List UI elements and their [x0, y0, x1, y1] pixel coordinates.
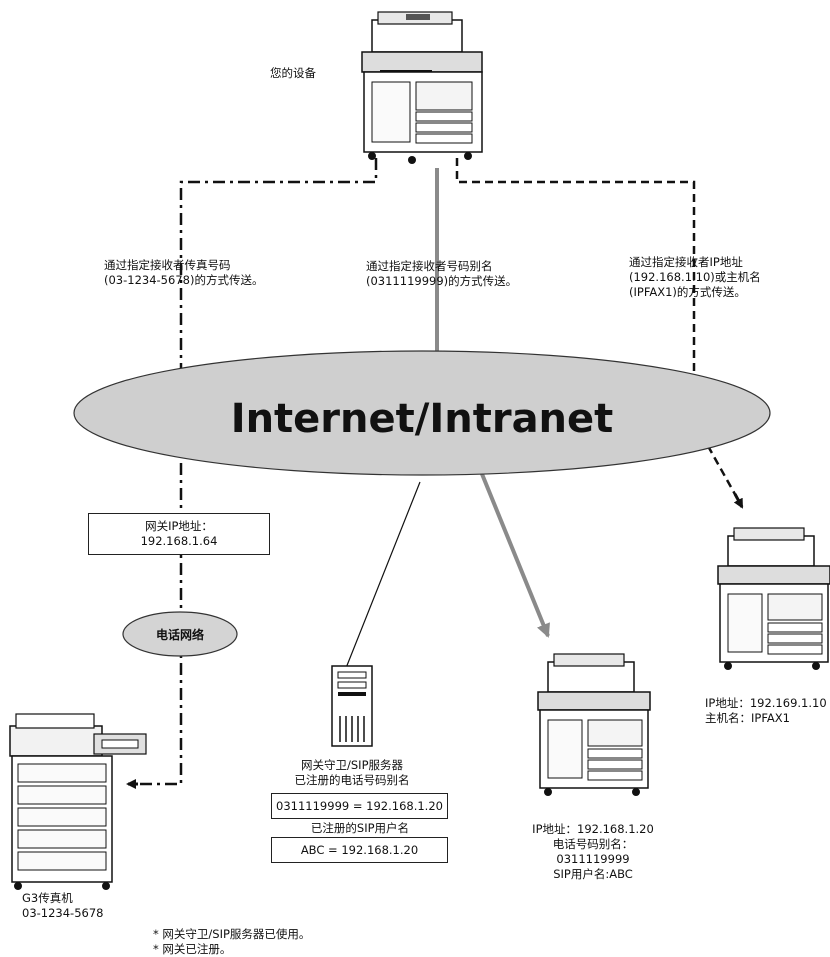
your-device-label: 您的设备	[270, 66, 316, 80]
route-ip-line-2: (192.168.1.10)或主机名	[629, 270, 761, 284]
server-tower-icon	[331, 665, 373, 747]
middle-alias-title: 电话号码别名：	[552, 837, 634, 851]
g3-fax-info: G3传真机 03-1234-5678	[22, 891, 103, 921]
middle-device-info: IP地址：192.168.1.20 电话号码别名： 0311119999 SIP…	[528, 822, 658, 882]
copier-icon	[361, 11, 483, 164]
footnote-2: * 网关已注册。	[153, 942, 232, 956]
g3-fax-title: G3传真机	[22, 891, 73, 905]
server-title-line-1: 网关守卫/SIP服务器	[301, 758, 403, 772]
arrow-to-right-device	[733, 493, 744, 509]
right-device-info: IP地址：192.169.1.10 主机名：IPFAX1	[705, 696, 827, 726]
middle-ip: IP地址：192.168.1.20	[532, 822, 654, 836]
route-ip-text: 通过指定接收者IP地址 (192.168.1.10)或主机名 (IPFAX1)的…	[629, 255, 761, 300]
fax-machine-icon	[9, 713, 147, 890]
route-fax-line-1: 通过指定接收者传真号码	[104, 258, 231, 272]
gateway-ip-box: 网关IP地址： 192.168.1.64	[88, 513, 270, 555]
sip-title: 已注册的SIP用户名	[310, 821, 410, 835]
network-cloud	[73, 350, 771, 476]
gateway-ip-title: 网关IP地址：	[145, 519, 213, 533]
footnote-1: * 网关守卫/SIP服务器已使用。	[153, 927, 311, 941]
arrow-to-middle-device	[480, 473, 550, 638]
network-label: Internet/Intranet	[231, 396, 614, 442]
middle-alias-value: 0311119999	[556, 852, 630, 866]
right-hostname: 主机名：IPFAX1	[705, 711, 790, 725]
copier-icon	[717, 527, 830, 670]
server-link-line	[345, 481, 421, 669]
sip-entry-box: ABC = 192.168.1.20	[271, 837, 448, 863]
route-ip-line-1: 通过指定接收者IP地址	[629, 255, 743, 269]
route-fax-number-text: 通过指定接收者传真号码 (03-1234-5678)的方式传送。	[104, 258, 263, 288]
route-alias-line-1: 通过指定接收者号码别名	[366, 259, 493, 273]
middle-sip-user: SIP用户名:ABC	[553, 867, 633, 881]
footnotes: * 网关守卫/SIP服务器已使用。 * 网关已注册。	[153, 927, 310, 957]
phone-network-cloud	[122, 611, 238, 657]
right-ip: IP地址：192.169.1.10	[705, 696, 827, 710]
server-title: 网关守卫/SIP服务器 已注册的电话号码别名	[272, 758, 432, 788]
g3-fax-number: 03-1234-5678	[22, 906, 104, 920]
route-alias-text: 通过指定接收者号码别名 (0311119999)的方式传送。	[366, 259, 517, 289]
server-title-line-2: 已注册的电话号码别名	[294, 773, 410, 787]
route-fax-number-line	[128, 158, 378, 786]
gateway-ip-value: 192.168.1.64	[140, 534, 218, 548]
alias-entry-box: 0311119999 = 192.168.1.20	[271, 793, 448, 819]
copier-icon	[537, 653, 651, 796]
phone-network-label: 电话网络	[156, 627, 204, 642]
route-ip-line-3: (IPFAX1)的方式传送。	[629, 285, 746, 299]
route-alias-line-2: (0311119999)的方式传送。	[366, 274, 518, 288]
route-fax-line-2: (03-1234-5678)的方式传送。	[104, 273, 264, 287]
